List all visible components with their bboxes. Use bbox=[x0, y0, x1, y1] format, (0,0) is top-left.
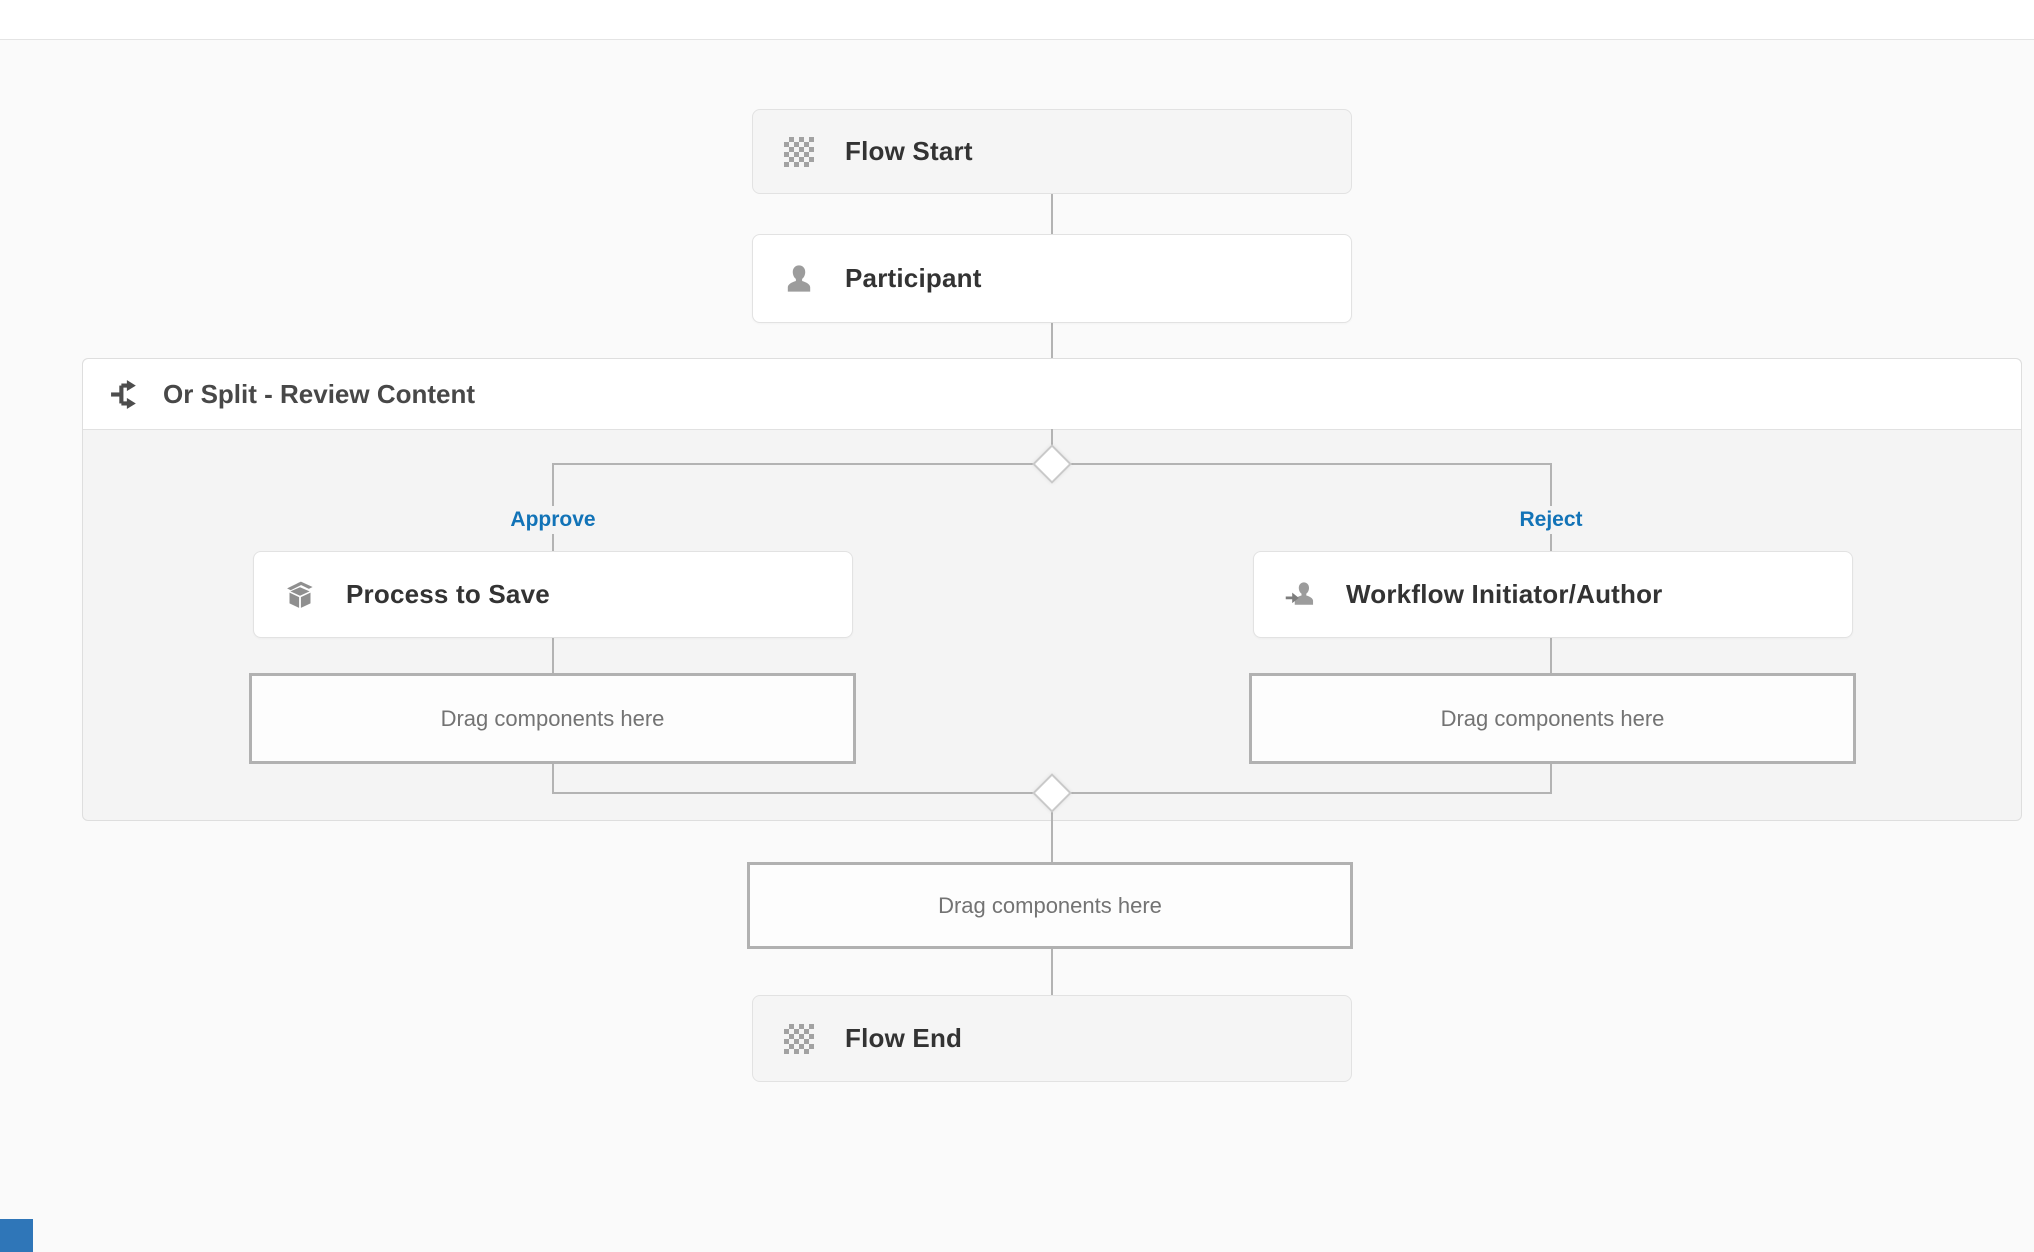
dropzone-text: Drag components here bbox=[440, 705, 665, 731]
flow-start-label: Flow Start bbox=[845, 136, 973, 166]
workflow-canvas-area: Flow Start Participant bbox=[0, 39, 2034, 1252]
workflow-initiator-node[interactable]: Workflow Initiator/Author bbox=[1253, 551, 1853, 638]
dropzone-text: Drag components here bbox=[938, 892, 1162, 918]
process-step-label: Process to Save bbox=[346, 579, 550, 609]
connector-merge-dropzone bbox=[1051, 793, 1053, 862]
flow-end-node[interactable]: Flow End bbox=[752, 995, 1352, 1082]
package-icon bbox=[282, 577, 318, 613]
approve-branch-dropzone[interactable]: Drag components here bbox=[249, 673, 856, 764]
connector-dropzone-end bbox=[1051, 949, 1053, 995]
checkerboard-icon bbox=[781, 1021, 817, 1057]
or-split-header[interactable]: Or Split - Review Content bbox=[83, 359, 2021, 430]
connector-reject-dropzone bbox=[1550, 638, 1552, 673]
participant-label: Participant bbox=[845, 263, 982, 293]
flow-start-node[interactable]: Flow Start bbox=[752, 109, 1352, 194]
dropzone-text: Drag components here bbox=[1440, 705, 1665, 731]
workflow-initiator-label: Workflow Initiator/Author bbox=[1346, 579, 1663, 609]
process-step-node[interactable]: Process to Save bbox=[253, 551, 853, 638]
flow-end-label: Flow End bbox=[845, 1023, 963, 1053]
reject-branch-dropzone[interactable]: Drag components here bbox=[1249, 673, 1856, 764]
user-icon bbox=[781, 261, 817, 297]
or-split-icon bbox=[107, 376, 143, 412]
checkerboard-icon bbox=[781, 134, 817, 170]
after-split-dropzone[interactable]: Drag components here bbox=[747, 862, 1353, 949]
workflow-initiator-icon bbox=[1282, 577, 1318, 613]
or-split-title: Or Split - Review Content bbox=[163, 378, 476, 409]
participant-node[interactable]: Participant bbox=[752, 234, 1352, 323]
connector-reject-merge bbox=[1550, 764, 1552, 793]
route-label-reject: Reject bbox=[1509, 506, 1593, 534]
blue-corner-marker bbox=[0, 1219, 33, 1252]
connector-start-participant bbox=[1051, 194, 1053, 234]
connector-approve-merge bbox=[552, 764, 554, 793]
connector-approve-dropzone bbox=[552, 638, 554, 673]
route-label-approve: Approve bbox=[500, 506, 606, 534]
connector-participant-split bbox=[1051, 323, 1053, 358]
